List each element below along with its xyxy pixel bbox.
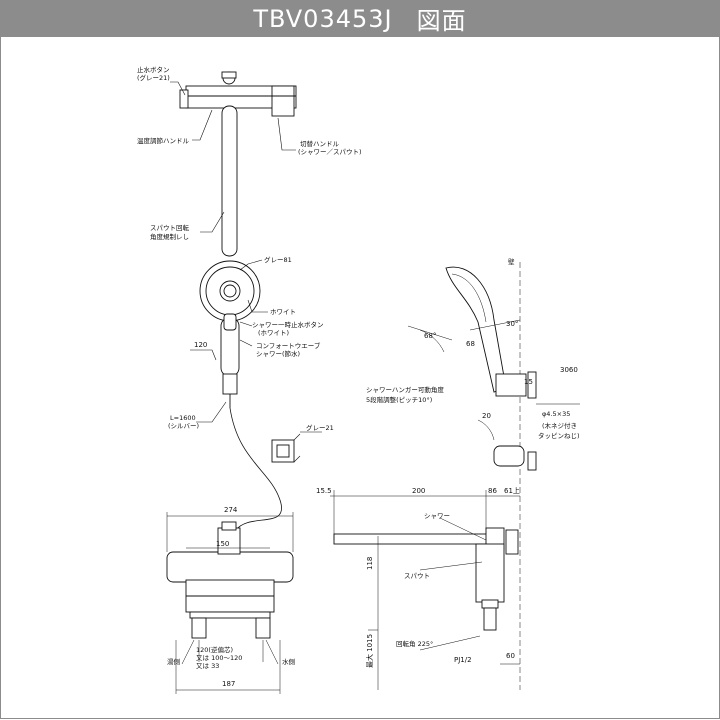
side-view-dims [330,319,580,690]
label-stop-button-color: (グレー21) [137,73,170,82]
label-comfort-wave-1: コンフォートウエーブ [256,341,321,350]
label-shower-stop-button: シャワー一時止水ボタン [252,320,324,329]
dim-68: 68 [466,340,475,348]
valve-front-drawing [166,521,294,639]
dim-200: 200 [412,487,425,495]
angle-20: 20 [482,412,491,420]
angle-30: 30° [506,320,518,328]
dim-lim: 61上 [504,486,520,495]
label-hot-water: 湯側 [167,657,181,666]
side-view-drawing [333,262,537,690]
dim-274: 274 [224,506,238,514]
dim-a15: 15 [524,378,533,386]
dim-187: 187 [222,680,235,688]
label-hanger-angle: シャワーハンガー可動角度 [366,385,444,394]
top-fixture-drawing [179,71,297,257]
top-leaders [170,81,296,233]
label-shower-stop-button-sub: (ホワイト) [258,329,289,337]
label-spec-range-1: 又は 100〜120 [196,654,242,662]
holder-detail [271,431,322,463]
drawing-title: 図面 [416,7,467,35]
label-spec-center: 120(逆偏芯) [196,645,233,654]
label-spout-rotation: 回転角 225° [396,639,433,648]
label-hose-length: L=1600 [170,414,196,422]
label-screw: φ4.5×35 [542,410,570,418]
dim-150: 150 [216,540,229,548]
dim-pj: PJ1/2 [454,656,472,664]
dim-60: 60 [506,652,515,660]
label-stop-button: 止水ボタン [137,65,170,74]
label-switch-handle: 切替ハンドル [300,139,340,148]
label-white: ホワイト [270,308,296,316]
label-shower: シャワー [424,512,450,520]
label-hose-color: (シルバー) [168,422,199,430]
dim-120-top: 120 [194,341,207,349]
label-screw-sub-1: (木ネジ付き [542,421,577,430]
dim-1015: 最大 1015 [365,634,374,668]
dim-86: 86 [488,487,497,495]
label-holder-color: グレー21 [306,423,334,432]
label-spout-scale-1: スパウト回転 [150,224,190,232]
dim-3060: 3060 [560,366,578,374]
shower-leaders [190,259,268,423]
label-spec-range-2: 又は 33 [196,662,219,670]
label-comfort-wave-2: シャワー(節水) [256,349,300,358]
label-spout-scale-2: 角度規制レし [150,232,189,241]
title-bar: TBV03453J 図面 [0,0,720,37]
hose-line [229,407,282,531]
angle-68: 68° [424,332,436,340]
valve-front-dims [166,512,294,694]
label-wall: 壁 [508,257,515,266]
label-head-color: グレー81 [264,255,292,264]
model-number: TBV03453J [253,4,393,33]
label-switch-handle-sub: (シャワー／スパウト) [298,148,362,156]
label-hanger-step: 5段階調整(ピッチ10°) [366,395,432,404]
label-spout: スパウト [404,572,430,580]
hand-shower-drawing [199,260,261,408]
label-screw-sub-2: タッピンねじ) [538,431,580,440]
label-cold-water: 水側 [282,657,296,666]
dim-15-5: 15.5 [316,487,332,495]
label-temp-handle: 温度調節ハンドル [137,136,190,145]
dim-118: 118 [366,557,374,570]
